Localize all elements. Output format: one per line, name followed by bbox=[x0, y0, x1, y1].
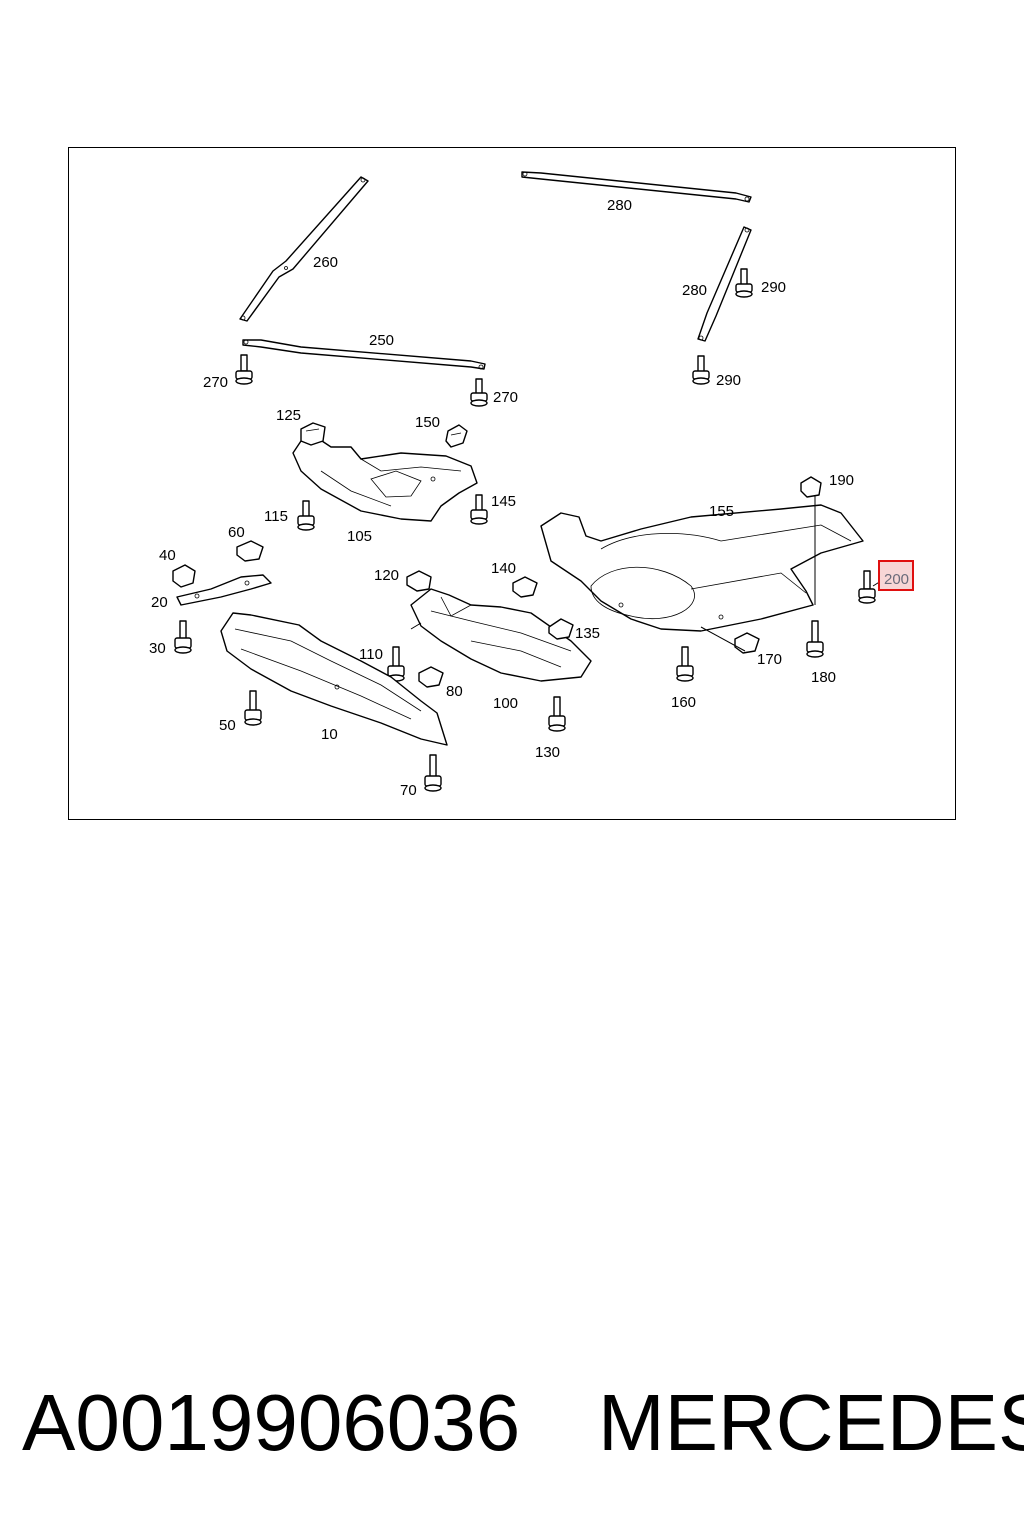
bolt-30 bbox=[174, 620, 192, 654]
callout-105: 105 bbox=[347, 528, 372, 545]
bolt-70 bbox=[424, 754, 442, 792]
callout-80: 80 bbox=[446, 683, 463, 700]
part-20-bracket bbox=[176, 574, 272, 606]
callout-135: 135 bbox=[575, 625, 600, 642]
bolt-115 bbox=[297, 500, 315, 531]
part-280-strut bbox=[697, 226, 752, 342]
bolt-180 bbox=[806, 620, 824, 658]
callout-145: 145 bbox=[491, 493, 516, 510]
clip-40 bbox=[172, 564, 196, 588]
exploded-parts-diagram: 280 260 280 290 250 270 270 290 125 150 … bbox=[149, 171, 914, 799]
bolt-130 bbox=[548, 696, 566, 732]
callout-290-lower: 290 bbox=[716, 372, 741, 389]
callout-70: 70 bbox=[400, 782, 417, 799]
brand-name: MERCEDES bbox=[598, 1378, 1024, 1467]
callout-155: 155 bbox=[709, 503, 734, 520]
bolt-160 bbox=[676, 646, 694, 682]
clip-125 bbox=[300, 422, 326, 446]
callout-280-top: 280 bbox=[607, 197, 632, 214]
clip-170 bbox=[734, 632, 760, 654]
bolt-50 bbox=[244, 690, 262, 726]
callout-260: 260 bbox=[313, 254, 338, 271]
part-155-underbody-panel bbox=[540, 504, 864, 632]
callout-120: 120 bbox=[374, 567, 399, 584]
callout-140: 140 bbox=[491, 560, 516, 577]
clip-190 bbox=[800, 476, 822, 498]
clip-140 bbox=[512, 576, 538, 598]
part-260-brace bbox=[239, 176, 369, 322]
callout-125: 125 bbox=[276, 407, 301, 424]
callout-130: 130 bbox=[535, 744, 560, 761]
clip-80 bbox=[418, 666, 444, 688]
bolt-200 bbox=[858, 570, 876, 604]
clip-60 bbox=[236, 540, 264, 562]
bolt-290-upper bbox=[735, 268, 753, 298]
clip-150 bbox=[445, 424, 468, 448]
part-number: A0019906036 bbox=[22, 1378, 521, 1467]
callout-115: 115 bbox=[264, 508, 288, 525]
part-10-front-panel bbox=[220, 612, 448, 746]
clip-120 bbox=[406, 570, 432, 592]
callout-160: 160 bbox=[671, 694, 696, 711]
callout-190: 190 bbox=[829, 472, 854, 489]
part-250-bar bbox=[242, 339, 486, 370]
bolt-145 bbox=[470, 494, 488, 525]
part-280-bar-top bbox=[521, 171, 752, 203]
bolt-270-right bbox=[470, 378, 488, 407]
callout-100: 100 bbox=[493, 695, 518, 712]
callout-170: 170 bbox=[757, 651, 782, 668]
callout-60: 60 bbox=[228, 524, 245, 541]
callout-270-right: 270 bbox=[493, 389, 518, 406]
clip-135 bbox=[548, 618, 574, 640]
callout-270-left: 270 bbox=[203, 374, 228, 391]
callout-20: 20 bbox=[151, 594, 168, 611]
callout-250: 250 bbox=[369, 332, 394, 349]
callout-150: 150 bbox=[415, 414, 440, 431]
callout-30: 30 bbox=[149, 640, 166, 657]
callout-40: 40 bbox=[159, 547, 176, 564]
callout-180: 180 bbox=[811, 669, 836, 686]
part-105-shield bbox=[292, 438, 478, 522]
callout-10: 10 bbox=[321, 726, 338, 743]
callout-290-upper: 290 bbox=[761, 279, 786, 296]
callout-200-highlight[interactable]: 200 bbox=[878, 560, 914, 591]
callout-110: 110 bbox=[359, 646, 383, 663]
part-100-lower-shield bbox=[410, 588, 592, 682]
callout-280-strut: 280 bbox=[682, 282, 707, 299]
footer-caption: A0019906036 MERCEDES bbox=[0, 1368, 1024, 1478]
callout-200: 200 bbox=[884, 571, 909, 588]
callout-50: 50 bbox=[219, 717, 236, 734]
bolt-290-lower bbox=[692, 355, 710, 385]
bolt-270-left bbox=[235, 354, 253, 385]
parts-diagram-frame: 280 260 280 290 250 270 270 290 125 150 … bbox=[68, 147, 956, 820]
highlight-box bbox=[878, 560, 914, 591]
